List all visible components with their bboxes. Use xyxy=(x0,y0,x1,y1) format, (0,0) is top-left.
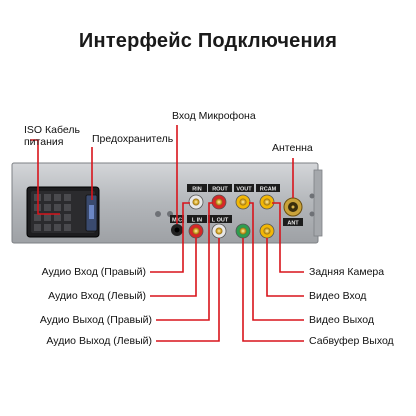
fuse xyxy=(85,194,98,232)
label-audio-out-left: Аудио Выход (Левый) xyxy=(46,335,152,347)
label-audio-out-right: Аудио Выход (Правый) xyxy=(39,314,152,326)
label-iso-cable: ISO Кабель питания xyxy=(24,124,80,148)
panel-mounting-ear xyxy=(313,169,323,237)
leader-audio-out-right xyxy=(156,202,213,321)
rca-vin xyxy=(259,223,275,239)
label-audio-in-right: Аудио Вход (Правый) xyxy=(41,266,146,278)
rca-lin xyxy=(188,223,204,239)
rca-label-vout: VOUT xyxy=(236,187,252,193)
leader-lines xyxy=(30,125,304,342)
label-video-in: Видео Вход xyxy=(309,290,367,302)
screw-hole xyxy=(155,211,161,217)
leader-iso xyxy=(30,139,60,215)
label-subwoofer-out: Сабвуфер Выход xyxy=(309,335,394,347)
label-mic-input: Вход Микрофона xyxy=(172,110,256,122)
rca-label-rin: RIN xyxy=(192,187,202,193)
leader-video-out xyxy=(249,202,304,321)
screw-hole xyxy=(309,193,315,199)
screw-hole xyxy=(309,211,315,217)
rca-rout xyxy=(211,194,227,210)
label-iso-cable-line2: питания xyxy=(24,136,64,148)
label-audio-in-left: Аудио Вход (Левый) xyxy=(48,290,146,302)
page-title: Интерфейс Подключения xyxy=(78,30,338,52)
antenna-label-plate: ANT xyxy=(287,221,299,227)
rca-label-rout: ROUT xyxy=(212,187,228,193)
leader-audio-in-right xyxy=(150,202,190,273)
label-antenna: Антенна xyxy=(272,142,313,154)
label-fuse: Предохранитель xyxy=(92,133,174,145)
leader-subwoofer xyxy=(242,238,304,342)
rca-label-rcam: RCAM xyxy=(260,187,277,193)
leader-audio-in-left xyxy=(150,238,197,297)
label-rear-camera: Задняя Камера xyxy=(309,266,385,278)
antenna-socket xyxy=(283,197,303,217)
label-iso-cable-line1: ISO Кабель xyxy=(24,124,80,136)
rca-sub xyxy=(235,223,251,239)
leader-rear-camera xyxy=(272,202,304,273)
label-video-out: Видео Выход xyxy=(309,314,375,326)
leader-audio-out-left xyxy=(156,238,220,342)
rca-rcam xyxy=(259,194,275,210)
rca-vout xyxy=(235,194,251,210)
rca-rin xyxy=(188,194,204,210)
rca-lout xyxy=(211,223,227,239)
leader-video-in xyxy=(266,238,304,297)
mic-jack xyxy=(171,224,183,236)
rca-label-lout: L OUT xyxy=(212,218,229,224)
rca-label-lin: L IN xyxy=(192,218,202,224)
